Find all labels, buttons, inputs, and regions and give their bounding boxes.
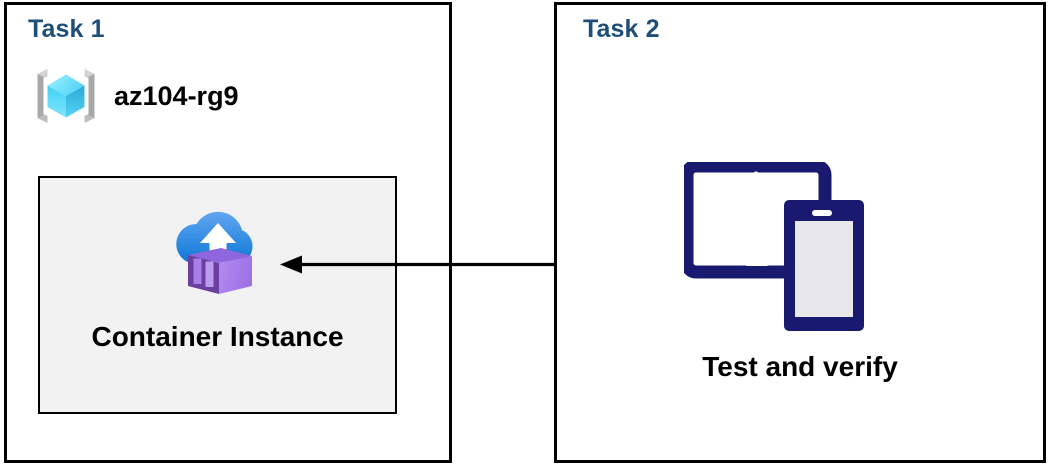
test-and-verify-label: Test and verify: [702, 351, 898, 382]
task-2-label: Task 2: [583, 15, 660, 43]
container-instance-box: Container Instance: [38, 176, 397, 414]
resource-group-row: az104-rg9: [32, 62, 239, 130]
container-instance-label: Container Instance: [91, 321, 344, 352]
azure-resource-group-icon: [32, 62, 100, 130]
task-1-label: Task 1: [28, 15, 105, 43]
resource-group-name: az104-rg9: [114, 80, 239, 111]
